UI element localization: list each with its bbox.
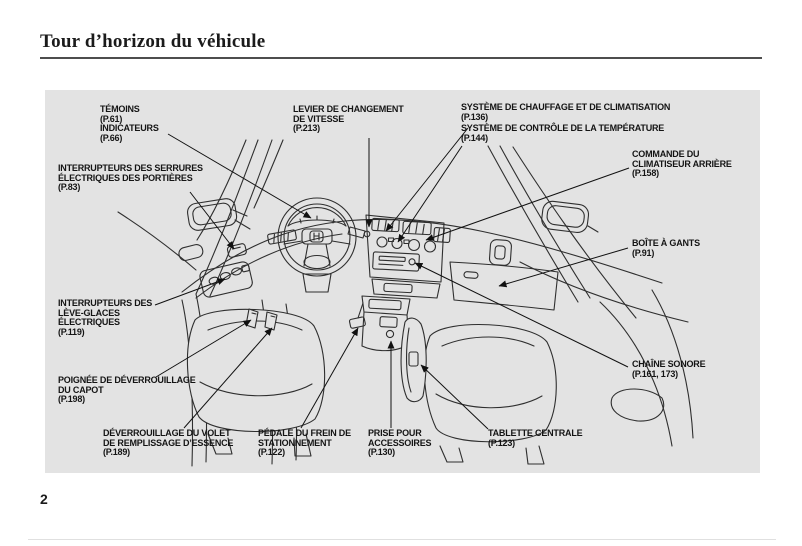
label-levier: LEVIER DE CHANGEMENT DE VITESSE (P.213) xyxy=(293,104,404,134)
label-volet: DÉVERROUILLAGE DU VOLET DE REMPLISSAGE D… xyxy=(103,428,234,458)
leader-controle xyxy=(397,145,463,243)
diagram-panel xyxy=(45,90,760,473)
title-rule xyxy=(40,57,762,59)
climate-controls xyxy=(376,236,437,253)
label-capot: POIGNÉE DE DÉVERROUILLAGE DU CAPOT (P.19… xyxy=(58,375,196,405)
right-door xyxy=(599,289,694,447)
passenger-door-handle xyxy=(488,239,512,266)
label-leve-glaces: INTERRUPTEURS DES LÈVE-GLACES ÉLECTRIQUE… xyxy=(58,298,153,337)
leader-capot xyxy=(155,319,252,378)
accessory-outlet xyxy=(385,329,395,339)
glove-box xyxy=(449,261,559,311)
page-title: Tour d’horizon du véhicule xyxy=(40,31,266,52)
label-chaine: CHAÎNE SONORE (P.161, 173) xyxy=(632,359,706,379)
label-tablette: TABLETTE CENTRALE (P.123) xyxy=(488,428,583,448)
passenger-seat xyxy=(423,323,557,465)
leader-chaine xyxy=(414,262,629,368)
page-number: 2 xyxy=(40,491,48,507)
label-serrures: INTERRUPTEURS DES SERRURES ÉLECTRIQUES D… xyxy=(58,163,203,193)
parking-brake-pedal xyxy=(348,302,366,329)
leader-boite xyxy=(498,247,629,288)
leader-frein xyxy=(300,327,359,429)
driver-seat xyxy=(186,308,326,457)
label-frein: PÉDALE DU FREIN DE STATIONNEMENT (P.122) xyxy=(258,428,351,458)
leader-commande xyxy=(425,167,630,241)
center-stack xyxy=(365,214,451,299)
label-chauffage: SYSTÈME DE CHAUFFAGE ET DE CLIMATISATION… xyxy=(461,102,671,122)
label-temoins: TÉMOINS (P.61) INDICATEURS (P.66) xyxy=(100,104,159,143)
leader-volet xyxy=(183,327,273,429)
label-boite: BOÎTE À GANTS (P.91) xyxy=(632,238,700,258)
steering-wheel xyxy=(277,197,357,293)
leader-chauffage xyxy=(385,127,469,232)
audio-unit xyxy=(372,251,420,272)
leader-temoins xyxy=(167,133,312,219)
footer-rule xyxy=(28,539,776,540)
label-commande: COMMANDE DU CLIMATISEUR ARRIÈRE (P.158) xyxy=(632,149,732,179)
right-mirror xyxy=(541,200,599,233)
label-prise: PRISE POUR ACCESSOIRES (P.130) xyxy=(368,428,432,458)
center-tray xyxy=(400,317,427,403)
vehicle-interior-illustration xyxy=(117,127,694,467)
dashboard-top xyxy=(181,218,663,299)
label-controle: SYSTÈME DE CONTRÔLE DE LA TEMPÉRATURE (P… xyxy=(461,123,665,143)
leader-leve-glaces xyxy=(154,278,226,306)
leader-tablette xyxy=(420,364,489,430)
fuel-door-release-lever xyxy=(264,311,278,331)
leader-serrures xyxy=(189,191,235,250)
